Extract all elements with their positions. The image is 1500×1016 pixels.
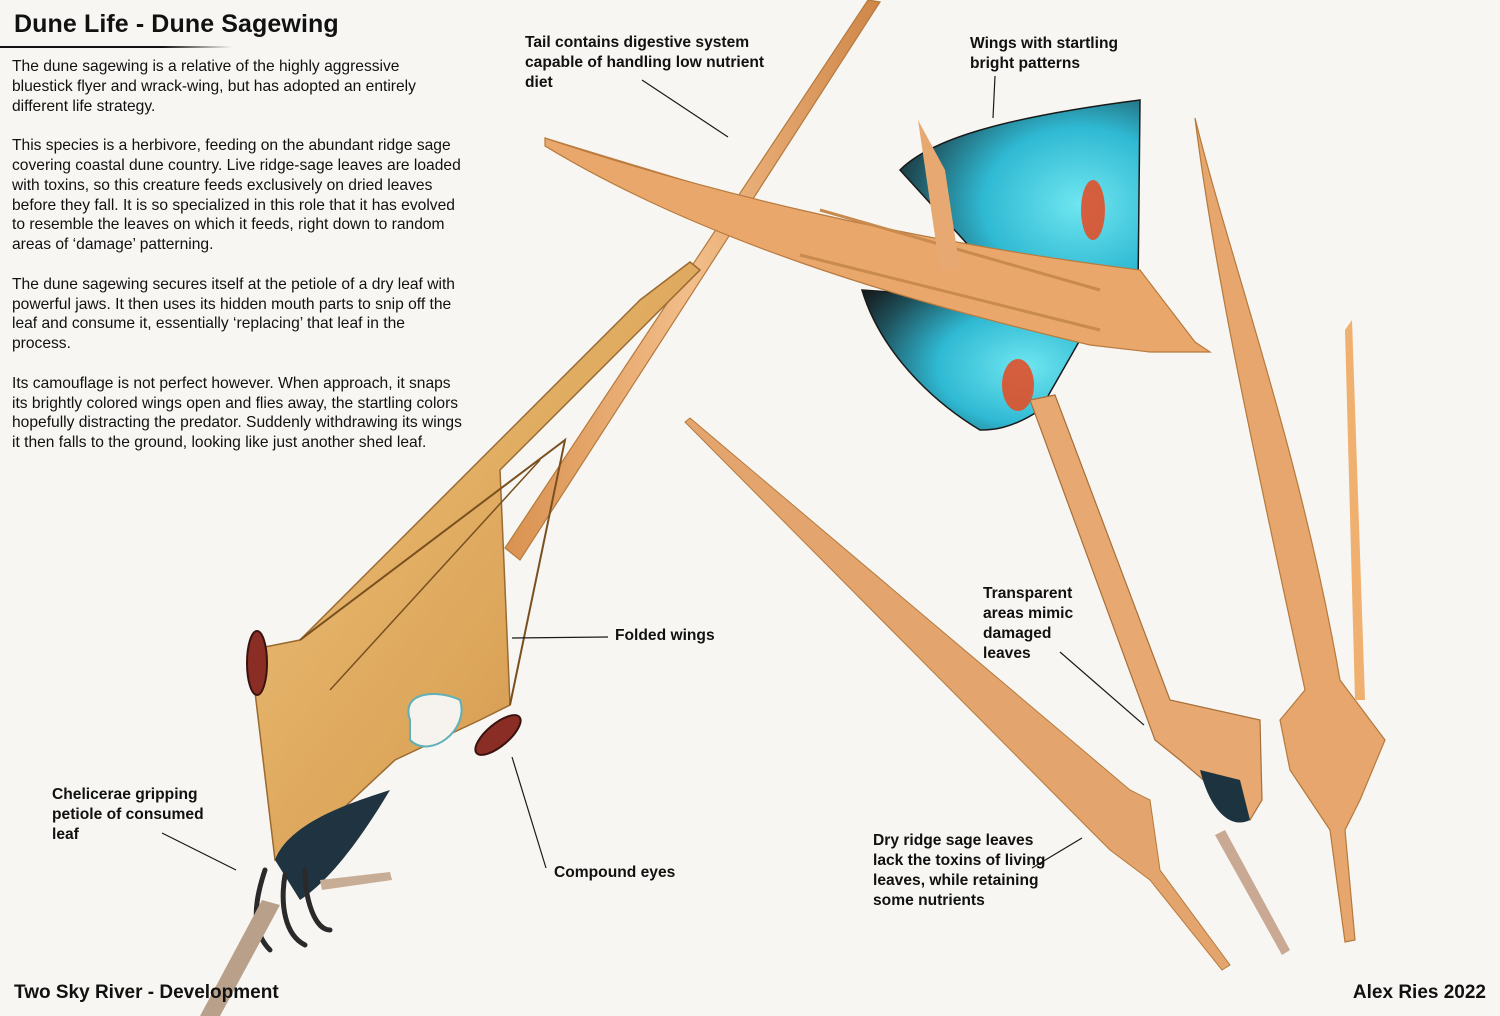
description-paragraph-4: Its camouflage is not perfect however. W… [12, 374, 462, 452]
footer-author: Alex Ries 2022 [1352, 982, 1486, 1003]
label-transparent-areas: Transparent areas mimic damaged leaves [983, 585, 1074, 662]
label-dry-leaves: Dry ridge sage leaves lack the toxins of… [873, 832, 1046, 909]
page-title: Dune Life - Dune Sagewing [14, 10, 339, 38]
label-tail: Tail contains digestive system capable o… [525, 34, 765, 91]
sagewing-specimen-right [1194, 117, 1386, 943]
title-underline [0, 46, 232, 48]
label-compound-eyes: Compound eyes [554, 864, 676, 881]
label-folded-wings: Folded wings [615, 627, 715, 644]
dry-leaf-long [684, 417, 1231, 971]
description-paragraph-3: The dune sagewing secures itself at the … [12, 275, 455, 353]
description-paragraph-2: This species is a herbivore, feeding on … [12, 137, 461, 254]
description: The dune sagewing is a relative of the h… [12, 57, 462, 473]
leader-lines [161, 75, 1145, 871]
sagewing-specimen-large [200, 0, 881, 1016]
label-wings: Wings with startling bright patterns [970, 35, 1118, 72]
label-chelicerae: Chelicerae gripping petiole of consumed … [52, 786, 204, 843]
description-paragraph-1: The dune sagewing is a relative of the h… [12, 58, 416, 115]
sagewing-specimen-flying [544, 99, 1290, 955]
footer-project: Two Sky River - Development [14, 982, 279, 1003]
